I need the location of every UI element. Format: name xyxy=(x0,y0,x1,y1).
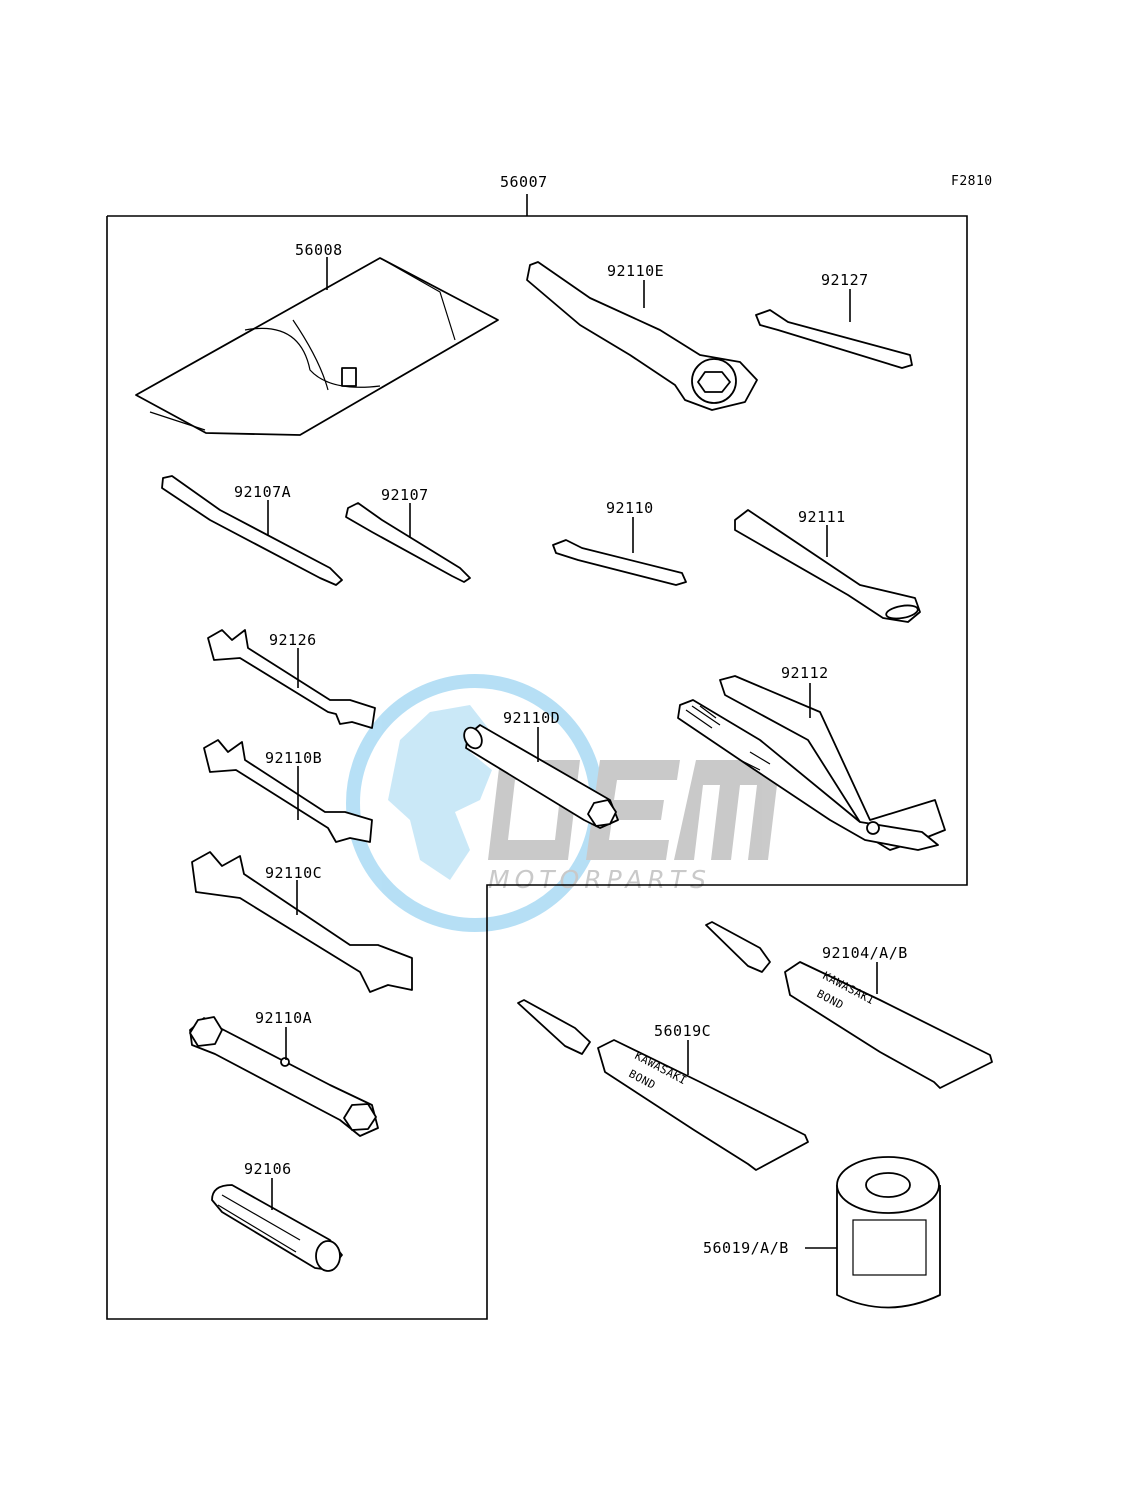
part-92110-hex-key: 92110 xyxy=(552,499,687,586)
figure-code: F2810 xyxy=(951,174,993,189)
watermark-text: MOTORPARTS xyxy=(488,865,711,894)
part-92104AB-bond-tube: KAWASAKI BOND 92104/A/B xyxy=(705,921,993,1089)
part-56008-tool-bag: 56008 xyxy=(135,241,499,436)
label-92112: 92112 xyxy=(781,664,829,682)
part-92111-extension-bar: 92111 xyxy=(734,508,921,623)
label-92110: 92110 xyxy=(606,499,654,517)
part-92107-screwdriver: 92107 xyxy=(345,486,471,583)
part-92110A-plug-wrench: 92110A xyxy=(189,1009,379,1137)
label-92110B: 92110B xyxy=(265,749,322,767)
part-92107A-screwdriver: 92107A xyxy=(161,475,343,586)
label-92110A: 92110A xyxy=(255,1009,312,1027)
part-92110D-box-wrench: 92110D xyxy=(463,709,619,829)
part-92110C-wrench: 92110C xyxy=(191,851,413,993)
kit-boundary: 56007 xyxy=(106,173,968,1320)
part-92110B-wrench: 92110B xyxy=(203,739,373,843)
label-92107A: 92107A xyxy=(234,483,291,501)
part-92112-pliers: 92112 xyxy=(677,664,946,851)
label-92110C: 92110C xyxy=(265,864,322,882)
label-92110D: 92110D xyxy=(503,709,560,727)
part-92106-handle: 92106 xyxy=(211,1160,343,1272)
label-92111: 92111 xyxy=(798,508,846,526)
part-92126-wrench: 92126 xyxy=(207,629,376,729)
label-56019C: 56019C xyxy=(654,1022,711,1040)
label-92110E: 92110E xyxy=(607,262,664,280)
label-92104AB: 92104/A/B xyxy=(822,944,908,962)
label-92106: 92106 xyxy=(244,1160,292,1178)
label-92127: 92127 xyxy=(821,271,869,289)
part-92127-hex-key: 92127 xyxy=(755,271,913,369)
label-92126: 92126 xyxy=(269,631,317,649)
label-56019AB: 56019/A/B xyxy=(703,1239,789,1257)
part-92110E-ring-wrench: 92110E xyxy=(526,261,758,411)
watermark-logo xyxy=(488,760,780,860)
assembly-part-label: 56007 xyxy=(500,173,548,191)
label-92107: 92107 xyxy=(381,486,429,504)
part-56019C-bond-tube: KAWASAKI BOND 56019C xyxy=(517,999,809,1171)
part-56019AB-can: 56019/A/B xyxy=(703,1156,941,1309)
label-56008: 56008 xyxy=(295,241,343,259)
